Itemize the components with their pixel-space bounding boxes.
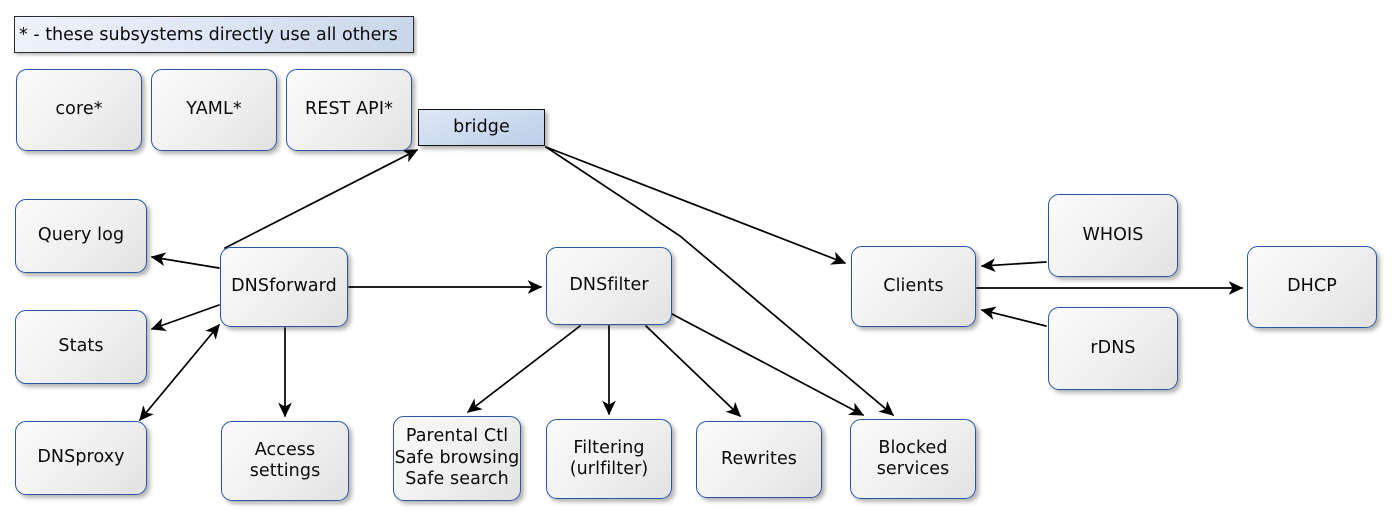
node-label-dnsfilter: DNSfilter bbox=[569, 275, 649, 296]
node-blocked[interactable]: Blocked services bbox=[850, 419, 976, 499]
edge-dnsforward-to-dnsproxy bbox=[139, 324, 220, 421]
node-label-bridge: bridge bbox=[453, 116, 510, 137]
edge-whois-to-clients bbox=[980, 258, 1047, 273]
node-whois[interactable]: WHOIS bbox=[1048, 194, 1178, 277]
edge-dnsforward-to-bridge bbox=[224, 149, 419, 249]
node-querylog[interactable]: Query log bbox=[15, 199, 147, 273]
node-label-core: core* bbox=[55, 99, 103, 120]
node-label-clients: Clients bbox=[883, 275, 944, 296]
node-label-querylog: Query log bbox=[37, 225, 125, 246]
node-label-restapi: REST API* bbox=[305, 99, 393, 120]
edge-dnsfilter-to-rewrites bbox=[645, 325, 741, 417]
node-label-rewrites: Rewrites bbox=[720, 448, 798, 469]
node-label-access: Access settings bbox=[249, 439, 321, 481]
node-label-parental: Parental Ctl Safe browsing Safe search bbox=[394, 426, 520, 490]
node-restapi[interactable]: REST API* bbox=[286, 69, 412, 151]
node-label-dhcp: DHCP bbox=[1287, 276, 1337, 297]
edge-dnsfilter-to-blocked bbox=[671, 313, 865, 416]
node-label-blocked: Blocked services bbox=[876, 437, 950, 479]
node-filtering[interactable]: Filtering (urlfilter) bbox=[546, 419, 672, 499]
legend-text: * - these subsystems directly use all ot… bbox=[19, 24, 398, 45]
node-rewrites[interactable]: Rewrites bbox=[696, 421, 822, 498]
node-dnsproxy[interactable]: DNSproxy bbox=[15, 421, 147, 495]
edge-rdns-to-clients bbox=[980, 306, 1047, 327]
edge-dnsforward-to-querylog bbox=[150, 252, 220, 269]
edge-bridge-to-clients bbox=[545, 146, 847, 265]
node-label-yaml: YAML* bbox=[186, 99, 242, 120]
node-core[interactable]: core* bbox=[16, 69, 142, 151]
node-access[interactable]: Access settings bbox=[221, 421, 349, 501]
node-label-whois: WHOIS bbox=[1082, 224, 1144, 245]
node-label-dnsproxy: DNSproxy bbox=[37, 447, 125, 468]
node-label-dnsforward: DNSforward bbox=[231, 276, 337, 297]
node-dhcp[interactable]: DHCP bbox=[1247, 246, 1377, 328]
node-rdns[interactable]: rDNS bbox=[1048, 307, 1178, 390]
node-bridge[interactable]: bridge bbox=[418, 109, 545, 146]
node-dnsfilter[interactable]: DNSfilter bbox=[546, 247, 672, 325]
edge-dnsfilter-to-parental bbox=[466, 325, 581, 413]
legend-box: * - these subsystems directly use all ot… bbox=[14, 16, 414, 53]
node-label-filtering: Filtering (urlfilter) bbox=[569, 437, 649, 479]
node-parental[interactable]: Parental Ctl Safe browsing Safe search bbox=[393, 416, 521, 501]
node-clients[interactable]: Clients bbox=[851, 246, 976, 327]
node-label-stats: Stats bbox=[58, 336, 104, 357]
node-yaml[interactable]: YAML* bbox=[151, 69, 277, 151]
node-stats[interactable]: Stats bbox=[15, 310, 147, 384]
node-label-rdns: rDNS bbox=[1090, 337, 1136, 358]
node-dnsforward[interactable]: DNSforward bbox=[220, 247, 348, 327]
edge-dnsforward-to-stats bbox=[150, 304, 220, 331]
